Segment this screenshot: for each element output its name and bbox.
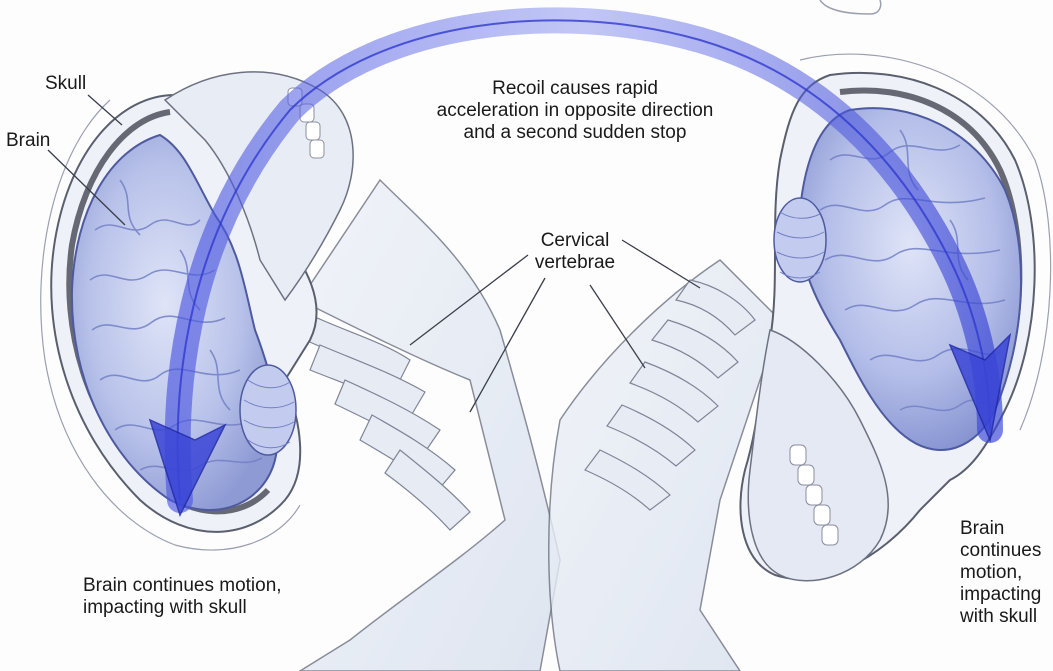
left-cerebellum bbox=[240, 365, 296, 455]
left-caption: Brain continues motion, impacting with s… bbox=[83, 575, 282, 619]
right-cerebellum bbox=[774, 198, 826, 282]
cervical-vertebrae-label: Cervical vertebrae bbox=[520, 230, 630, 274]
right-caption: Brain continues motion, impacting with s… bbox=[960, 518, 1041, 628]
recoil-label: Recoil causes rapid acceleration in oppo… bbox=[410, 78, 740, 144]
brain-label: Brain bbox=[6, 130, 50, 152]
skull-label: Skull bbox=[45, 73, 86, 95]
